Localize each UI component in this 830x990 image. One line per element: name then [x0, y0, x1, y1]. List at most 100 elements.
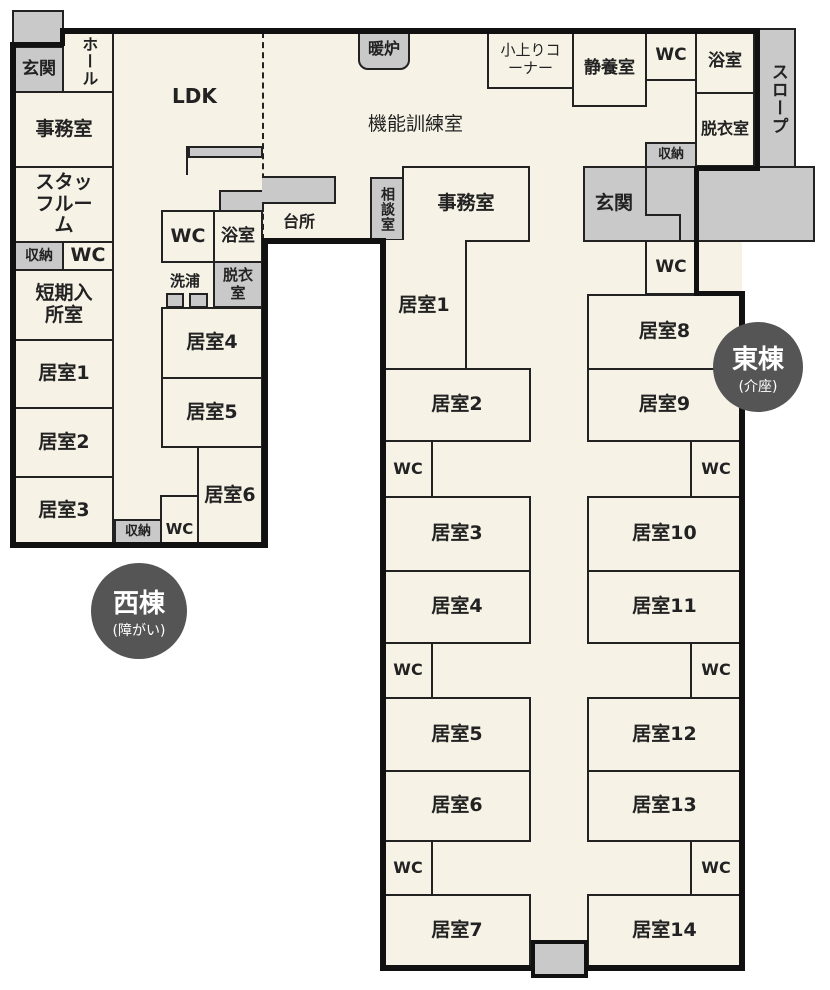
kitchen-counter-west	[219, 190, 264, 212]
west-room-6: 居室6	[197, 446, 263, 546]
wall	[262, 238, 386, 244]
fireplace: 暖炉	[358, 28, 410, 70]
room-label: 居室11	[632, 595, 697, 618]
east-room-12: 居室12	[587, 697, 742, 772]
dressing-west: 脱衣室	[213, 261, 263, 308]
room-label: 居室6	[431, 794, 483, 817]
room-label: 居室10	[632, 522, 697, 545]
hall-label: ホール	[79, 36, 99, 87]
east-room-6: 居室6	[383, 770, 531, 842]
east-room-1: 居室1	[383, 240, 467, 370]
bath-label: 浴室	[221, 225, 255, 246]
staff-room-label: スタッフルーム	[35, 170, 93, 237]
rest-room: 静養室	[572, 30, 647, 107]
bath-label: 浴室	[708, 51, 742, 72]
storage-label: 収納	[124, 524, 151, 540]
storage-west-1: 収納	[14, 241, 64, 271]
slope: スロープ	[758, 28, 796, 170]
wall	[694, 166, 760, 171]
wc-west-3: WC	[161, 210, 215, 263]
east-room-10: 居室10	[587, 496, 742, 572]
short-stay-label: 短期入所室	[35, 282, 93, 326]
room-label: 居室3	[431, 522, 483, 545]
wall	[62, 28, 760, 34]
training-room-label: 機能訓練室	[368, 113, 464, 135]
room-label: 居室1	[398, 294, 450, 316]
west-wing-title: 西棟	[112, 588, 165, 619]
west-room-3: 居室3	[14, 476, 114, 546]
slope-landing	[695, 166, 815, 242]
room-label: 居室8	[638, 320, 691, 343]
entrance-west: 玄関	[14, 46, 64, 93]
entrance-divider	[679, 214, 681, 242]
wall	[380, 238, 386, 971]
wc-label: WC	[165, 519, 194, 538]
wc-east: WC	[690, 440, 742, 498]
west-room-4: 居室4	[161, 307, 263, 379]
east-room-14: 居室14	[587, 894, 742, 968]
wc-east: WC	[690, 840, 742, 896]
wall	[380, 965, 532, 971]
room-label: 居室2	[38, 430, 90, 453]
entrance-east-label: 玄関	[595, 192, 634, 215]
wc-east: WC	[383, 440, 433, 498]
room-label: 居室6	[204, 484, 256, 507]
wall	[694, 291, 745, 296]
wall	[694, 166, 699, 296]
east-room-5: 居室5	[383, 697, 531, 772]
office-east-label: 事務室	[437, 192, 495, 215]
wc-label: WC	[701, 458, 731, 478]
office-east: 事務室	[402, 166, 530, 242]
east-wing-badge: 東棟 (介座)	[713, 322, 803, 412]
storage-label: 収納	[25, 247, 53, 264]
room-label: 居室13	[632, 794, 697, 817]
ldk-label: LDK	[172, 84, 217, 108]
wc-label: WC	[170, 224, 206, 247]
room-label: 居室14	[632, 919, 697, 942]
east-room-3: 居室3	[383, 496, 531, 572]
room-label: 居室9	[638, 393, 691, 416]
entrance-west-label: 玄関	[22, 58, 56, 79]
wc-label: WC	[701, 660, 731, 680]
room-label: 居室2	[431, 393, 483, 416]
staff-room: スタッフルーム	[14, 166, 114, 243]
west-wing-subtitle: (障がい)	[112, 622, 166, 639]
wall	[60, 28, 65, 46]
east-room-4: 居室4	[383, 570, 531, 644]
rear-exit	[531, 940, 588, 978]
wc-east: WC	[690, 642, 742, 699]
wc-label: WC	[393, 458, 423, 478]
wc-label: WC	[701, 857, 731, 877]
office-west: 事務室	[14, 91, 114, 168]
kitchen-counter	[262, 176, 336, 204]
east-wing-title: 東棟	[731, 344, 784, 375]
room-label: 居室1	[38, 362, 90, 385]
east-room-13: 居室13	[587, 770, 742, 842]
wc-east-top: WC	[645, 30, 697, 81]
slope-label: スロープ	[767, 63, 788, 135]
west-room-2: 居室2	[14, 407, 114, 478]
wc-west-1: WC	[62, 241, 114, 271]
room-label: 居室7	[431, 919, 483, 942]
entrance-divider	[645, 166, 647, 216]
rest-room-label: 静養室	[584, 57, 635, 78]
wc-label: WC	[393, 660, 423, 680]
dressing-label: 脱衣室	[222, 266, 253, 302]
wc-label: WC	[655, 44, 687, 65]
kitchen-label: 台所	[283, 212, 316, 231]
short-stay-room: 短期入所室	[14, 269, 114, 341]
sink	[166, 293, 184, 308]
wc-label: WC	[70, 244, 106, 267]
room-label: 居室3	[38, 499, 90, 522]
office-west-label: 事務室	[35, 117, 93, 140]
west-room-1: 居室1	[14, 339, 114, 409]
wall	[262, 238, 268, 548]
ldk-dashed-divider	[262, 32, 264, 240]
wall	[587, 965, 745, 971]
fireplace-label: 暖炉	[367, 38, 400, 58]
storage-label: 収納	[657, 146, 684, 162]
wc-east: WC	[383, 840, 433, 896]
consultation-room: 相談室	[370, 177, 404, 241]
room-label: 居室12	[632, 722, 697, 745]
